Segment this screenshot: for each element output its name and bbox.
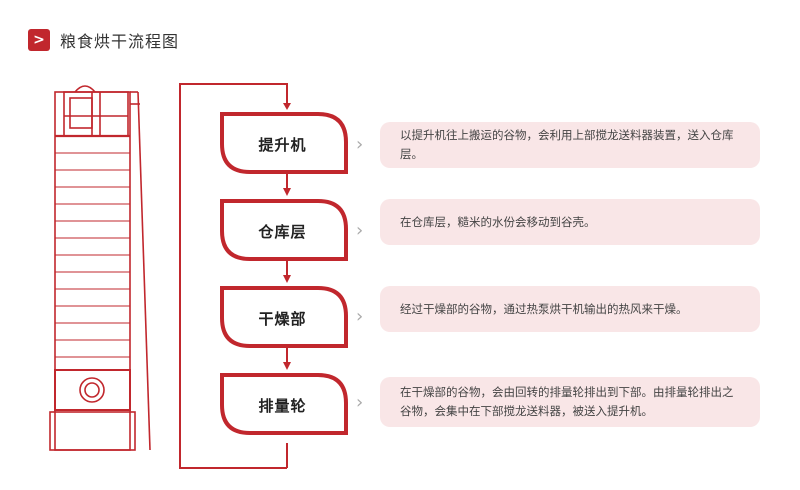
- step-label-discharge: 排量轮: [258, 396, 307, 415]
- step-label-drying: 干燥部: [258, 309, 307, 328]
- chevron-right-icon: ›: [356, 392, 364, 413]
- chevron-right-icon: ›: [356, 306, 364, 327]
- step-shape-4: [220, 373, 348, 435]
- step-description-discharge: 在干燥部的谷物，会由回转的排量轮排出到下部。由排量轮排出之谷物，会集中在下部搅龙…: [380, 377, 760, 427]
- step-shape-1: [220, 112, 348, 174]
- step-arrows: [283, 174, 291, 370]
- step-shape-2: [220, 199, 348, 261]
- step-label-storage: 仓库层: [258, 222, 307, 241]
- chevron-right-icon: >: [28, 29, 50, 51]
- step-label-lift: 提升机: [258, 135, 307, 154]
- chevron-right-icon: ›: [356, 220, 364, 241]
- step-description-lift: 以提升机往上搬运的谷物，会利用上部搅龙送料器装置，送入仓库层。: [380, 122, 760, 168]
- page-header: > 粮食烘干流程图: [28, 28, 179, 52]
- step-shape-3: [220, 286, 348, 348]
- page-title: 粮食烘干流程图: [60, 32, 180, 51]
- dryer-layer-lines: [55, 152, 130, 358]
- step-shapes: [220, 112, 348, 435]
- grain-dryer-illustration: [49, 85, 151, 451]
- chevron-right-icon: ›: [356, 134, 364, 155]
- flow-loop-line: [179, 83, 291, 469]
- step-description-storage: 在仓库层，糙米的水份会移动到谷壳。: [380, 199, 760, 245]
- step-description-drying: 经过干燥部的谷物，通过热泵烘干机输出的热风来干燥。: [380, 286, 760, 332]
